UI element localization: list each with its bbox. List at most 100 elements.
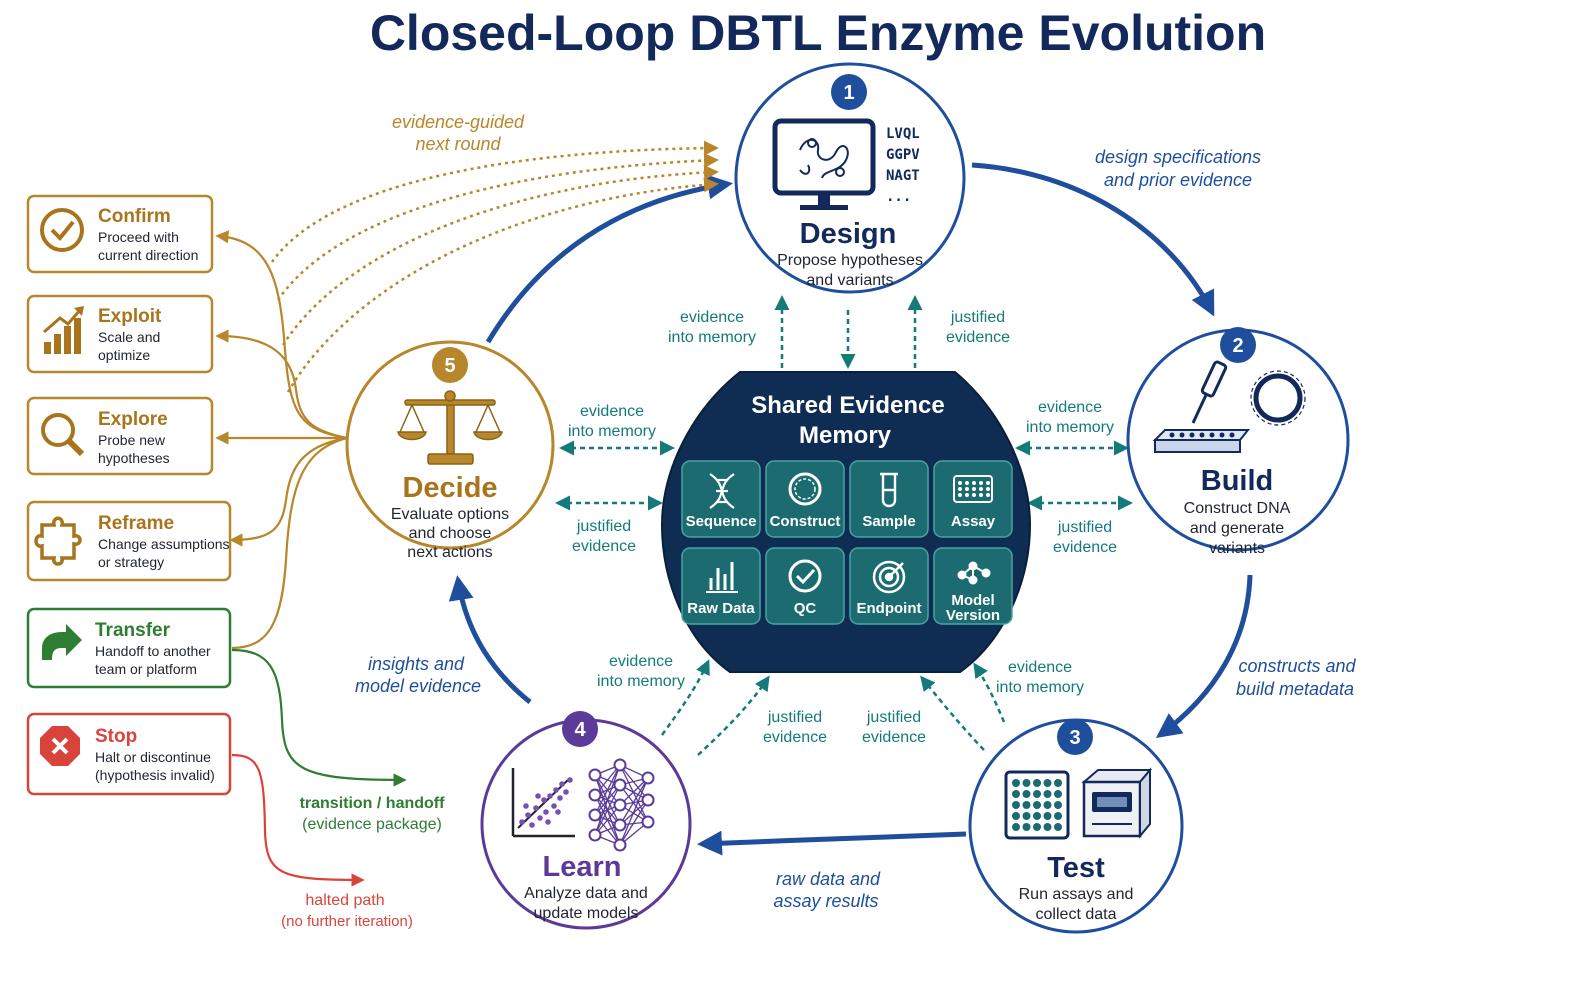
evidence-guided-arrows (270, 140, 719, 393)
right-just-label-2: evidence (1053, 539, 1117, 556)
sequence-line-4: ... (886, 189, 911, 205)
br-just-label-1: justified (866, 709, 921, 726)
halted-label-1: halted path (305, 892, 384, 909)
neural-network-icon (588, 758, 655, 852)
bl-just-label-2: evidence (763, 729, 827, 746)
plate-icon (953, 475, 993, 503)
tile-model-version[interactable]: Model Version (933, 547, 1013, 625)
memory-title-2: Memory (799, 422, 892, 449)
page-title: Closed-Loop DBTL Enzyme Evolution (370, 5, 1266, 61)
tile-label: Model (951, 592, 994, 609)
tile-qc[interactable]: QC (765, 547, 845, 625)
option-title: Transfer (95, 620, 171, 641)
stage-desc-2: and variants (806, 272, 893, 289)
sequence-line-1: LVQL (886, 126, 920, 142)
check-circle-icon (40, 208, 84, 252)
check-icon (788, 559, 822, 593)
option-desc-2: team or platform (95, 661, 197, 677)
stage-desc-2: and generate (1190, 520, 1284, 537)
test-tube-icon (880, 472, 898, 508)
tile-endpoint[interactable]: Endpoint (849, 547, 929, 625)
option-desc-1: Scale and (98, 329, 160, 345)
stage-name: Design (800, 218, 897, 250)
option-title: Reframe (98, 513, 174, 534)
stage-name: Test (1047, 852, 1105, 884)
tile-label: QC (794, 600, 817, 617)
option-desc-1: Probe new (98, 432, 166, 448)
magnifier-icon (41, 413, 85, 457)
tile-raw-data[interactable]: Raw Data (681, 547, 761, 625)
option-stop[interactable]: Stop Halt or discontinue (hypothesis inv… (26, 712, 232, 796)
left-into-label-1: evidence (580, 403, 644, 420)
stage-desc-1: Run assays and (1019, 886, 1134, 903)
arrow-design-to-build (971, 162, 1215, 317)
stage-number: 4 (574, 719, 586, 741)
option-desc-2: hypotheses (98, 450, 170, 466)
memory-title-1: Shared Evidence (751, 392, 944, 419)
design-spec-label-2: and prior evidence (1104, 170, 1252, 190)
tile-label: Construct (770, 513, 841, 530)
option-explore[interactable]: Explore Probe new hypotheses (26, 396, 214, 476)
option-transfer[interactable]: Transfer Handoff to another team or plat… (26, 607, 232, 689)
arrow-decide-to-design (485, 174, 733, 344)
raw-data-label-2: assay results (773, 891, 878, 911)
stage-desc-1: Construct DNA (1184, 500, 1291, 517)
instrument-icon (1081, 767, 1153, 839)
stage-name: Build (1201, 465, 1274, 497)
stage-decide[interactable]: 5 Decide Evaluate options and choose nex… (345, 340, 555, 561)
stage-number: 2 (1232, 335, 1243, 357)
sequence-line-2: GGPV (886, 147, 920, 163)
evidence-guided-label-2: next round (415, 134, 501, 154)
br-into-label-2: into memory (996, 679, 1084, 696)
dna-icon (709, 473, 735, 509)
tile-label: Raw Data (687, 600, 755, 617)
option-desc-1: Handoff to another (95, 643, 211, 659)
arrow-build-to-test (1155, 574, 1253, 738)
stage-design[interactable]: 1 LVQL GGPV NAGT ... Design Propose hypo… (734, 62, 966, 294)
stage-name: Learn (543, 851, 622, 883)
evidence-guided-label-1: evidence-guided (392, 112, 525, 132)
stage-test[interactable]: 3 Test Run assays and collect data (968, 718, 1184, 934)
stop-connector (231, 753, 365, 887)
transfer-connector (231, 648, 407, 787)
option-desc-2: or strategy (98, 554, 164, 570)
shared-evidence-memory: Shared Evidence Memory Sequence Construc… (660, 371, 1032, 673)
left-just-label-1: justified (576, 518, 631, 535)
stage-learn[interactable]: 4 Learn Analyze data and update models (480, 711, 692, 930)
right-into-label-2: into memory (1026, 419, 1114, 436)
option-confirm[interactable]: Confirm Proceed with current direction (26, 194, 214, 274)
scales-icon (397, 390, 503, 465)
tile-sequence[interactable]: Sequence (681, 460, 761, 538)
stage-number: 5 (444, 355, 455, 377)
well-plate-icon (1004, 770, 1070, 840)
plasmid-icon (788, 472, 822, 506)
transition-label-2: (evidence package) (302, 816, 442, 833)
monitor-protein-icon (772, 118, 876, 210)
puzzle-icon (34, 516, 82, 566)
stage-build[interactable]: 2 Build Construct DNA and generate varia… (1126, 327, 1350, 557)
br-into-label-1: evidence (1008, 659, 1072, 676)
tile-construct[interactable]: Construct (765, 460, 845, 538)
option-title: Confirm (98, 206, 171, 227)
option-desc-1: Change assumptions (98, 536, 230, 552)
option-title: Stop (95, 726, 137, 747)
tile-label: Assay (951, 513, 996, 530)
top-into-label-1: evidence (680, 309, 744, 326)
tile-sample[interactable]: Sample (849, 460, 929, 538)
stage-desc-3: next actions (407, 544, 492, 561)
option-exploit[interactable]: Exploit Scale and optimize (26, 294, 214, 374)
stage-desc-1: Propose hypotheses (777, 252, 923, 269)
insights-label-1: insights and (368, 654, 465, 674)
constructs-label-2: build metadata (1236, 679, 1354, 699)
stage-desc-3: variants (1209, 540, 1265, 557)
stop-sign-icon (40, 726, 80, 766)
left-into-label-2: into memory (568, 423, 656, 440)
decide-option-connectors (215, 230, 348, 650)
stage-desc-1: Analyze data and (524, 885, 648, 902)
target-icon (872, 560, 906, 594)
insights-label-2: model evidence (355, 676, 481, 696)
option-reframe[interactable]: Reframe Change assumptions or strategy (26, 500, 232, 582)
tile-assay[interactable]: Assay (933, 460, 1013, 538)
plasmid-icon (1250, 370, 1306, 426)
